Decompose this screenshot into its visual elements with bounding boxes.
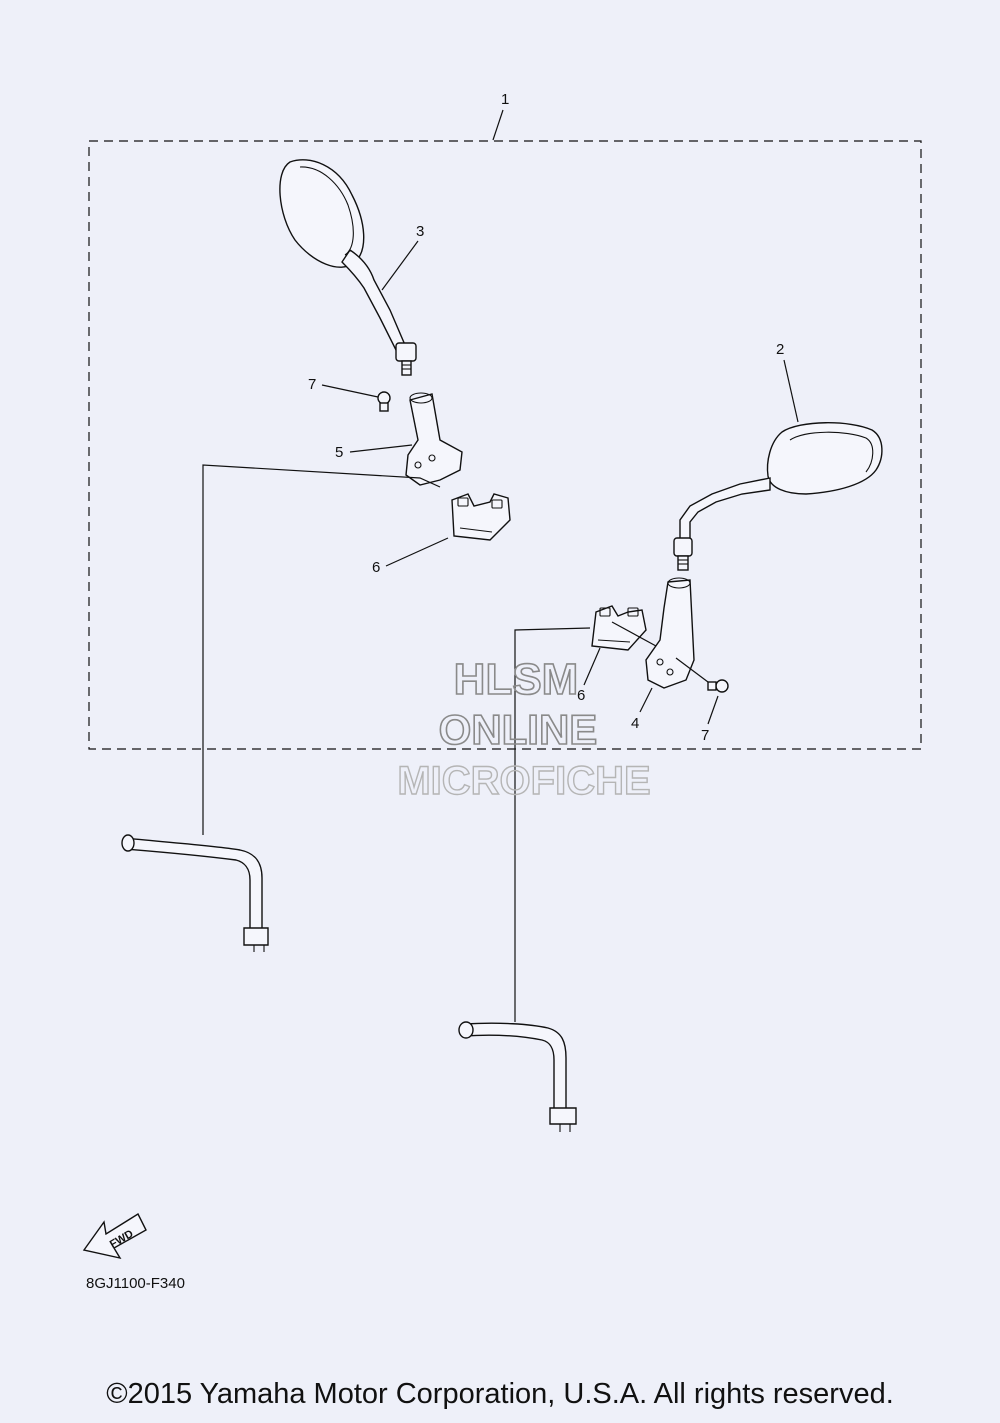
callout-2[interactable]: 2 <box>776 341 784 358</box>
right-handlebar[interactable] <box>458 1021 577 1132</box>
left-mirror-part-3[interactable] <box>279 159 417 376</box>
callout-6b[interactable]: 6 <box>577 687 585 704</box>
callout-5[interactable]: 5 <box>335 444 343 461</box>
watermark-line-1: HLSM <box>454 655 579 704</box>
right-clamp-part-6[interactable] <box>591 605 647 651</box>
left-clamp-part-6[interactable] <box>451 493 511 541</box>
callout-7b[interactable]: 7 <box>701 727 709 744</box>
left-bolt-part-7[interactable] <box>377 391 391 412</box>
watermark-line-3: MICROFICHE <box>397 759 650 803</box>
callout-7a[interactable]: 7 <box>308 376 316 393</box>
callout-3[interactable]: 3 <box>416 223 424 240</box>
copyright-notice: ©2015 Yamaha Motor Corporation, U.S.A. A… <box>106 1378 894 1410</box>
left-bracket-part-5[interactable] <box>405 392 463 486</box>
right-bracket-part-4[interactable] <box>645 577 695 689</box>
callout-1[interactable]: 1 <box>501 91 509 108</box>
watermark-line-2: ONLINE <box>439 706 598 753</box>
right-bolt-part-7[interactable] <box>707 679 729 693</box>
diagram-code: 8GJ1100-F340 <box>86 1275 185 1292</box>
right-mirror-part-2[interactable] <box>673 422 883 571</box>
callout-4[interactable]: 4 <box>631 715 639 732</box>
left-handlebar[interactable] <box>121 834 269 952</box>
callout-6a[interactable]: 6 <box>372 559 380 576</box>
fwd-arrow-icon: FWD <box>82 1212 147 1260</box>
